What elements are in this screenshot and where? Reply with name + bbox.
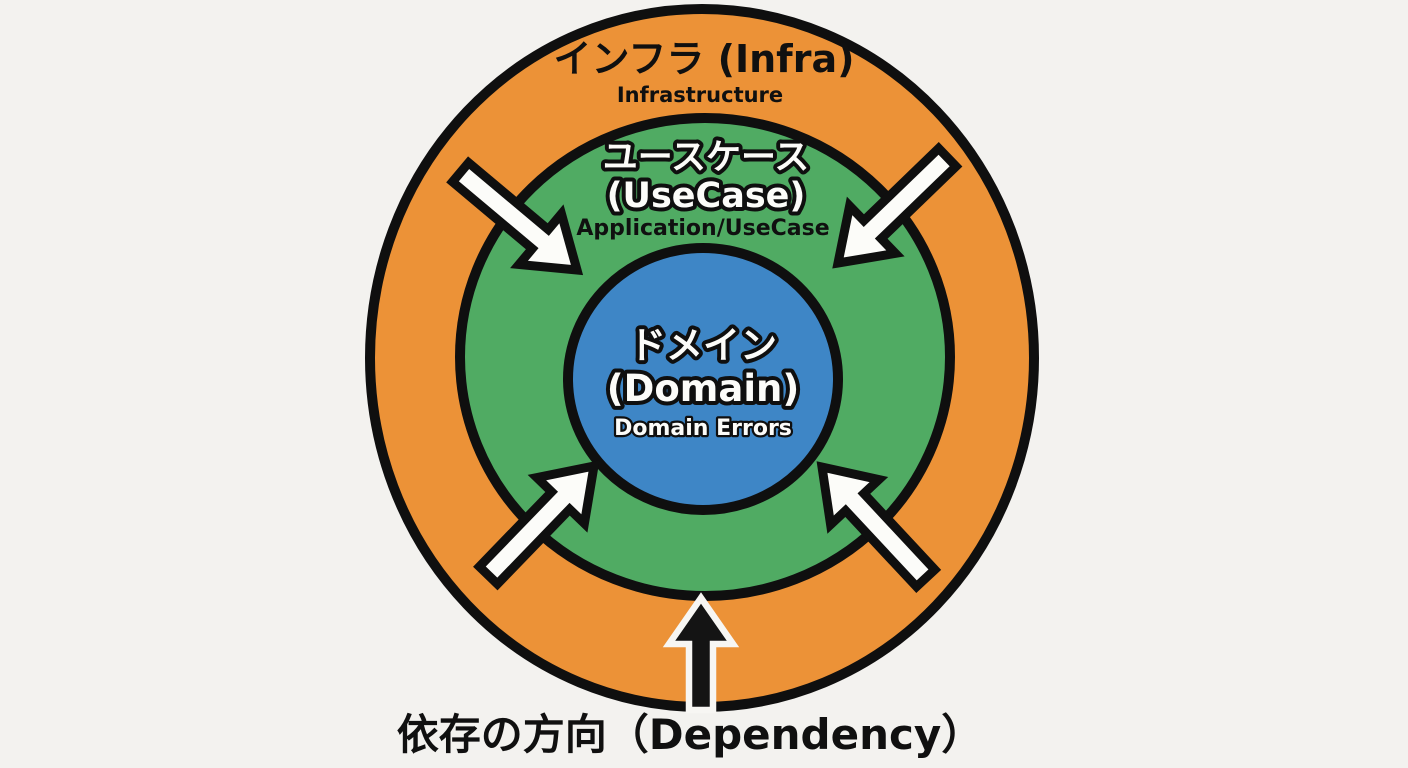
infra-title: インフラ (Infra) <box>554 37 855 81</box>
domain-title-ja: ドメイン <box>629 324 777 367</box>
usecase-subtitle: Application/UseCase <box>576 216 829 241</box>
infra-subtitle: Infrastructure <box>617 83 783 107</box>
inward-arrow-top-right-icon <box>832 142 963 269</box>
domain-subtitle: Domain Errors <box>614 416 792 441</box>
usecase-title-ja: ユースケース <box>603 138 810 178</box>
domain-circle <box>563 243 843 515</box>
inward-arrow-top-left-icon <box>446 156 584 276</box>
inward-arrow-bottom-left-icon <box>473 460 600 591</box>
dependency-caption: 依存の方向（Dependency） <box>397 710 984 759</box>
usecase-title-en: (UseCase) <box>607 176 806 216</box>
inward-arrow-bottom-right-icon <box>816 461 942 594</box>
dependency-direction-arrow-icon <box>662 592 740 714</box>
domain-title-en: (Domain) <box>607 367 800 410</box>
